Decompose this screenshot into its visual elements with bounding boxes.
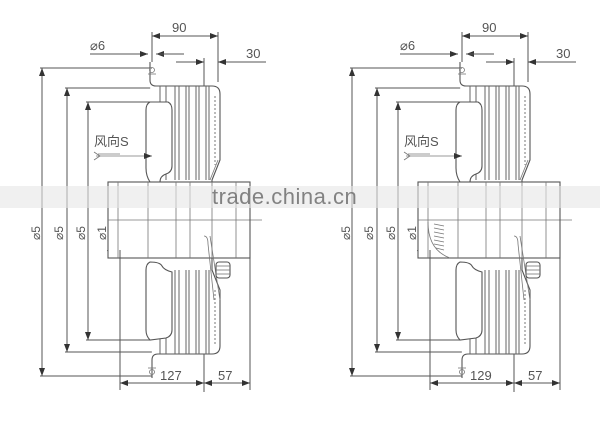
dim-outer-diameter: ⌀5 (339, 226, 353, 240)
airflow-direction-label: 风向S (94, 134, 129, 149)
dim-top-offset: 30 (556, 46, 570, 61)
dim-inner-diameter: ⌀5 (384, 226, 398, 240)
fan-drawing-right: 90 ⌀6 30 129 57 ⌀5 ⌀5 ⌀5 ⌀1 风向S (339, 20, 576, 392)
dim-hole-diameter: ⌀6 (90, 38, 105, 53)
dim-bottom-width: 129 (470, 368, 492, 383)
dim-top-width: 90 (482, 20, 496, 35)
dim-outer-diameter: ⌀5 (29, 226, 43, 240)
dim-hub-diameter: ⌀1 (405, 226, 419, 240)
fan-geometry (40, 32, 266, 392)
fan-geometry (350, 32, 576, 392)
dim-inner-diameter: ⌀5 (74, 226, 88, 240)
dim-top-offset: 30 (246, 46, 260, 61)
dim-bottom-width: 127 (160, 368, 182, 383)
dim-bottom-offset: 57 (218, 368, 232, 383)
fan-drawing-left: 90 ⌀6 30 127 57 ⌀5 ⌀5 ⌀5 ⌀1 风向S (29, 20, 266, 392)
dim-bottom-offset: 57 (528, 368, 542, 383)
dim-top-width: 90 (172, 20, 186, 35)
motor-coil-detail (427, 221, 451, 259)
watermark-text: trade.china.cn (212, 184, 358, 209)
dim-mid-diameter: ⌀5 (52, 226, 66, 240)
dim-mid-diameter: ⌀5 (362, 226, 376, 240)
dim-hub-diameter: ⌀1 (95, 226, 109, 240)
airflow-direction-label: 风向S (404, 134, 439, 149)
watermark-band (0, 186, 600, 208)
dim-hole-diameter: ⌀6 (400, 38, 415, 53)
